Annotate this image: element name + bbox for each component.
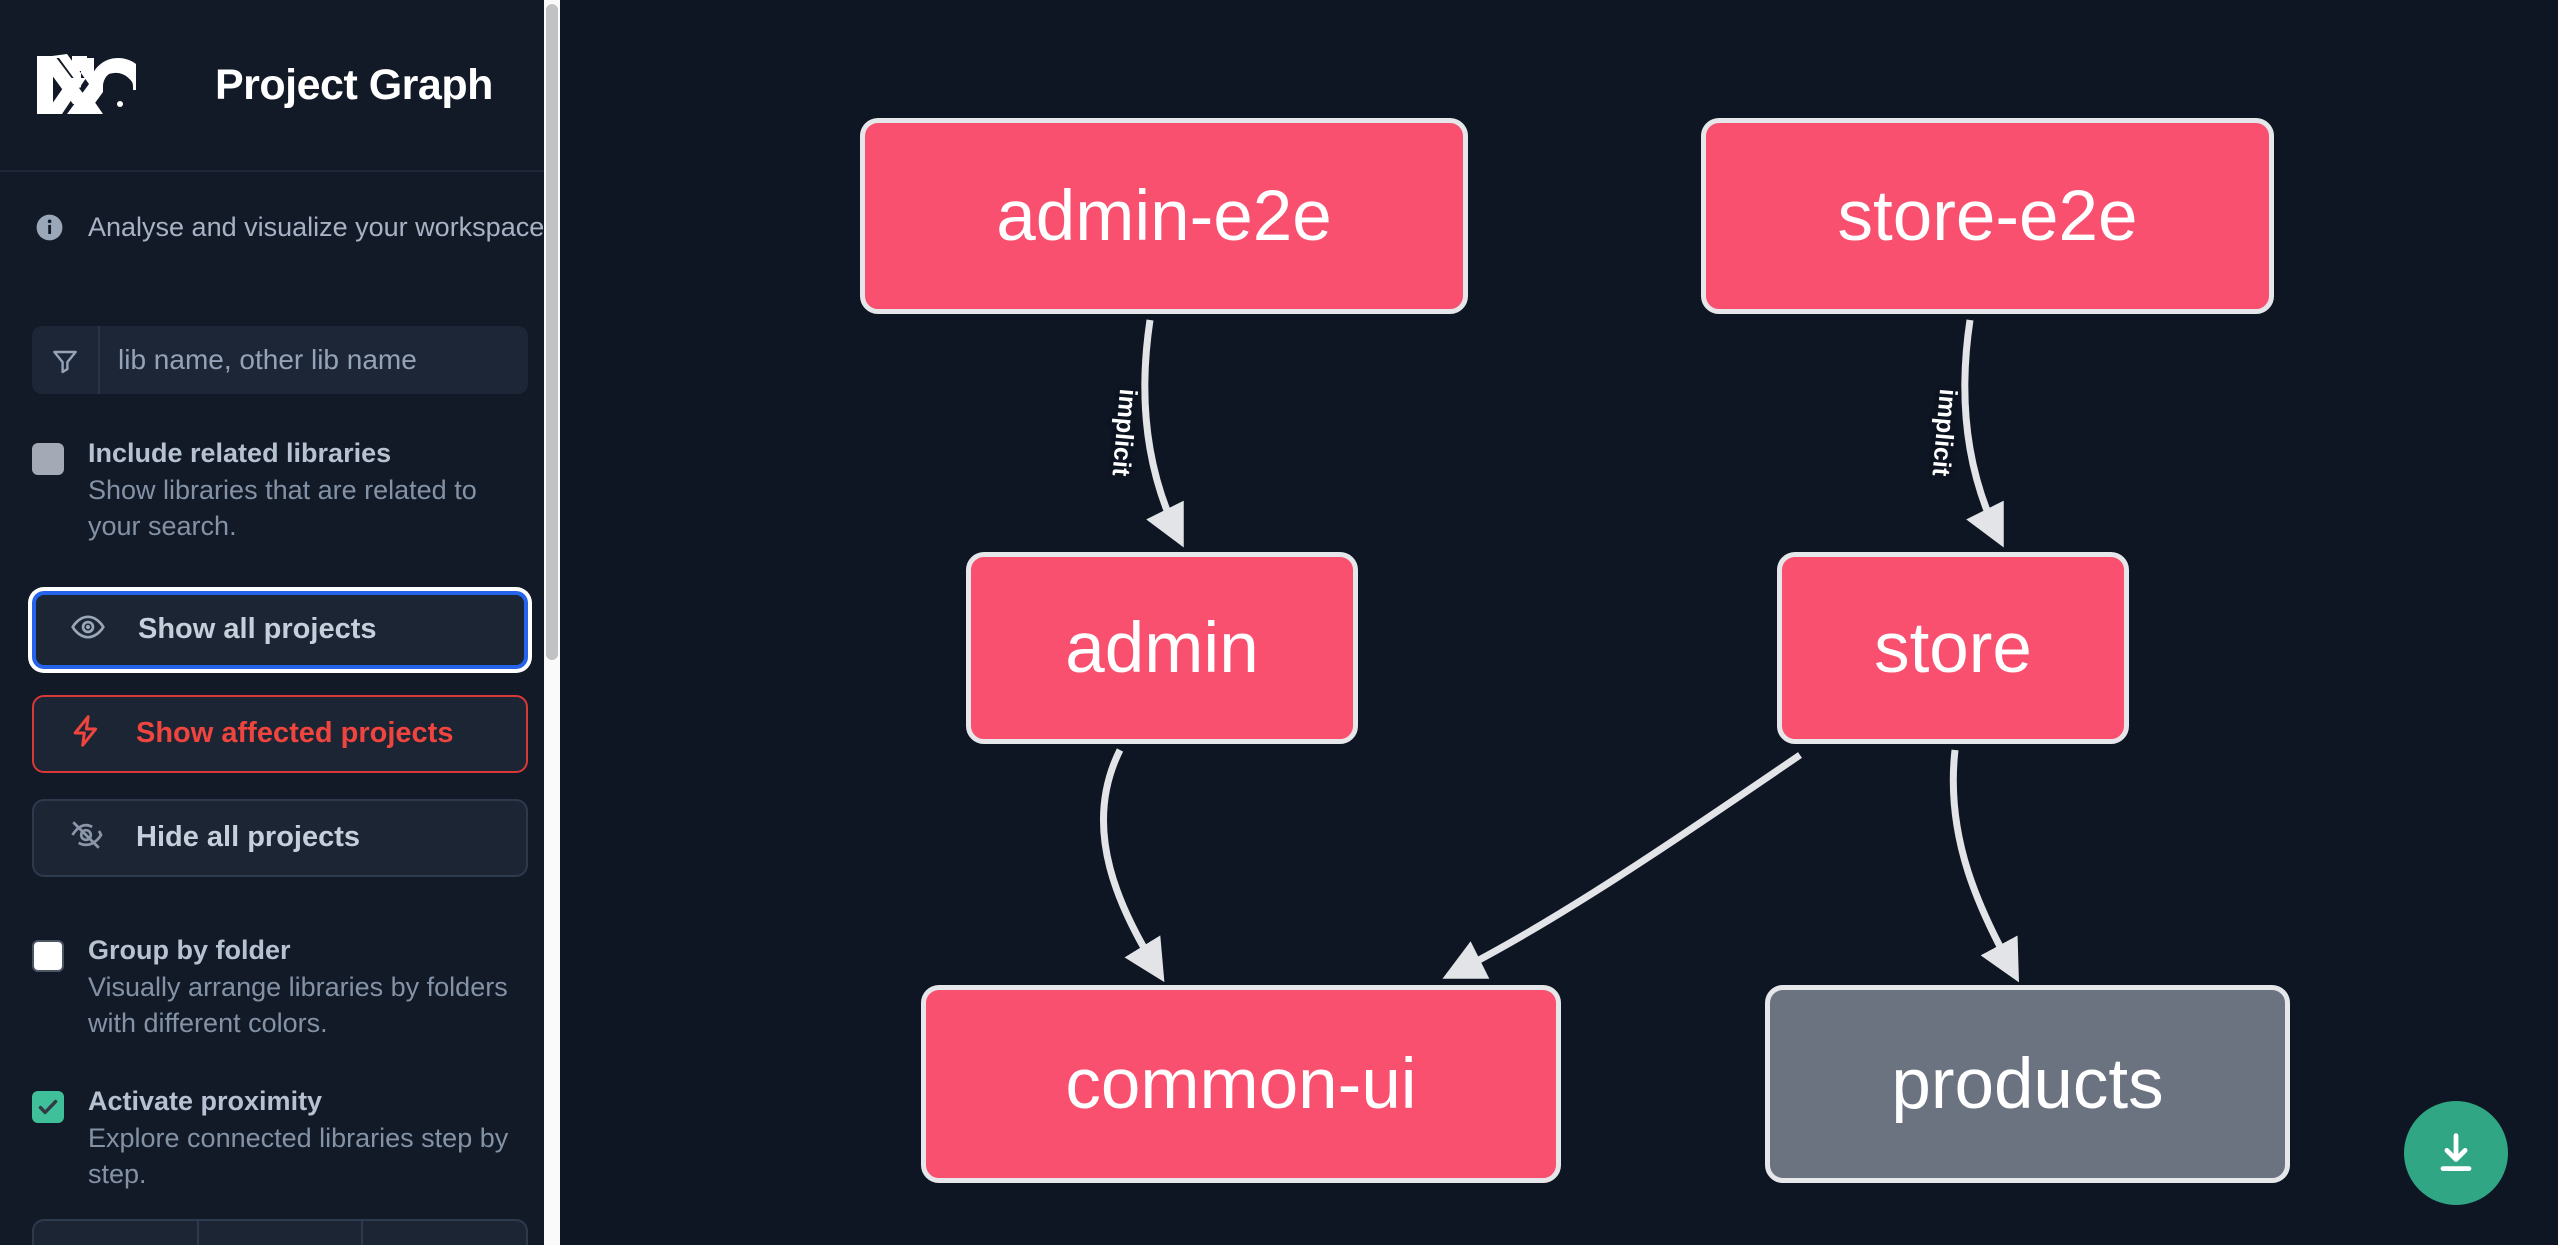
search-input[interactable] bbox=[100, 326, 528, 394]
checkbox-group-by-folder-box[interactable] bbox=[32, 939, 64, 972]
checkbox-include-related-libraries-box[interactable] bbox=[32, 443, 64, 475]
sidebar: Project Graph Analyse and visualize your… bbox=[0, 0, 560, 1245]
checkbox-activate-proximity-box[interactable] bbox=[32, 1090, 64, 1123]
graph-canvas[interactable]: admin-e2e store-e2e admin store common-u… bbox=[560, 0, 2558, 1245]
graph-node-store-label: store bbox=[1874, 608, 2032, 688]
eye-off-icon bbox=[68, 817, 104, 858]
checkbox-group-by-folder-description: Visually arrange libraries by folders wi… bbox=[88, 971, 508, 1038]
checkbox-activate-proximity[interactable]: Activate proximity Explore connected lib… bbox=[0, 1086, 560, 1193]
checkbox-group-by-folder-label: Group by folder bbox=[88, 934, 291, 965]
edge-store-to-products bbox=[1949, 749, 2019, 983]
checkbox-activate-proximity-label: Activate proximity bbox=[88, 1085, 323, 1116]
segment-1[interactable] bbox=[34, 1220, 199, 1245]
graph-node-admin-e2e[interactable]: admin-e2e bbox=[860, 118, 1468, 314]
proximity-step-segmented-control[interactable] bbox=[32, 1218, 528, 1245]
graph-node-store-e2e-label: store-e2e bbox=[1837, 176, 2138, 256]
show-affected-projects-button[interactable]: Show affected projects bbox=[32, 694, 528, 773]
filter-bar bbox=[32, 326, 528, 394]
segment-3[interactable] bbox=[363, 1221, 526, 1245]
checkbox-include-related-libraries-label: Include related libraries bbox=[88, 438, 392, 468]
graph-node-common-ui-label: common-ui bbox=[1065, 1044, 1417, 1124]
filter-icon bbox=[32, 326, 100, 394]
checkbox-activate-proximity-description: Explore connected libraries step by step… bbox=[88, 1122, 509, 1189]
graph-node-admin[interactable]: admin bbox=[966, 552, 1358, 744]
download-icon bbox=[2440, 1133, 2472, 1171]
checkbox-include-related-libraries-description: Show libraries that are related to your … bbox=[88, 475, 477, 541]
hide-all-projects-button[interactable]: Hide all projects bbox=[32, 798, 528, 877]
graph-edges bbox=[1099, 319, 2019, 983]
sidebar-tagline: Analyse and visualize your workspace. bbox=[0, 172, 560, 243]
graph-node-common-ui[interactable]: common-ui bbox=[921, 985, 1561, 1183]
sidebar-header: Project Graph bbox=[0, 0, 560, 172]
graph-node-products[interactable]: products bbox=[1765, 985, 2290, 1183]
graph-node-store-e2e[interactable]: store-e2e bbox=[1701, 118, 2274, 314]
edge-store-e2e-to-store bbox=[1961, 319, 2004, 548]
page-title: Project Graph bbox=[215, 60, 493, 109]
segment-2[interactable] bbox=[199, 1220, 364, 1245]
show-all-projects-button[interactable]: Show all projects bbox=[32, 590, 528, 669]
checkbox-group-by-folder[interactable]: Group by folder Visually arrange librari… bbox=[0, 935, 560, 1042]
graph-node-admin-e2e-label: admin-e2e bbox=[996, 176, 1332, 256]
lightning-bolt-icon bbox=[68, 713, 104, 754]
checkbox-include-related-libraries[interactable]: Include related libraries Show libraries… bbox=[0, 438, 560, 545]
edge-store-to-common-ui bbox=[1442, 752, 1802, 979]
graph-node-admin-label: admin bbox=[1065, 608, 1259, 688]
edge-admin-to-common-ui bbox=[1099, 748, 1165, 983]
edge-admin-e2e-to-admin bbox=[1141, 319, 1184, 548]
show-all-projects-label: Show all projects bbox=[138, 613, 377, 646]
sidebar-scrollbar[interactable] bbox=[544, 0, 560, 1245]
download-graph-button[interactable] bbox=[2404, 1101, 2508, 1205]
tagline-text: Analyse and visualize your workspace. bbox=[88, 212, 552, 242]
graph-node-products-label: products bbox=[1891, 1044, 2164, 1124]
sidebar-scrollbar-thumb[interactable] bbox=[546, 4, 558, 660]
hide-all-projects-label: Hide all projects bbox=[136, 821, 361, 854]
info-icon bbox=[34, 212, 65, 243]
graph-node-store[interactable]: store bbox=[1777, 552, 2129, 744]
show-affected-projects-label: Show affected projects bbox=[136, 717, 454, 750]
eye-icon bbox=[70, 609, 106, 650]
nx-logo-icon bbox=[32, 48, 147, 122]
